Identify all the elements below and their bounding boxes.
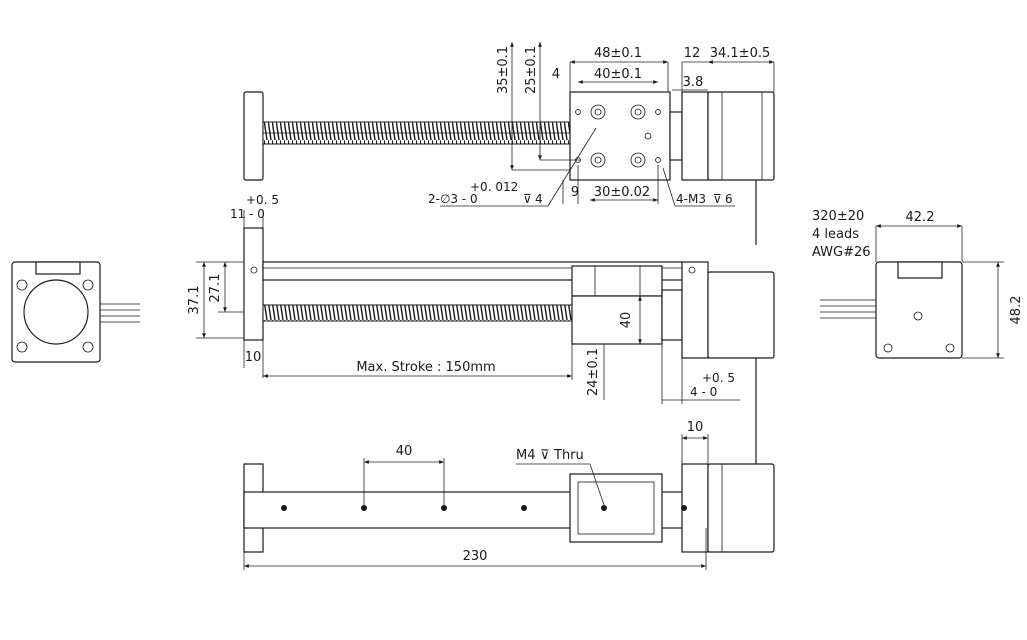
dim-3-8: 3.8: [683, 75, 704, 90]
dim-40-bottom: 40: [396, 444, 413, 459]
counterbore-hole: [590, 104, 606, 120]
dim-9: 9: [571, 185, 579, 200]
dim-11: 11 - 0: [230, 207, 265, 221]
screw-depth-symbol: ⊽: [713, 192, 722, 206]
dim-30: 30±0.02: [594, 185, 650, 200]
lead-gauge: AWG#26: [812, 245, 871, 260]
mount-hole: [281, 505, 287, 511]
slide-block: [571, 265, 663, 297]
hole-depth-symbol: ⊽: [523, 192, 532, 206]
dim-37-1: 37.1: [187, 286, 202, 315]
counterbore-hole: [630, 152, 646, 168]
thread-depth-symbol: ⊽: [540, 448, 550, 463]
end-block: [243, 91, 264, 181]
stepper-motor: [707, 91, 775, 181]
bottom-view: 40 10 M4 ⊽ Thru 230: [243, 400, 775, 570]
screw-callout: 4-M3: [676, 192, 706, 206]
mount-hole: [681, 505, 687, 511]
mount-screw: [16, 279, 28, 291]
max-stroke: Max. Stroke : 150mm: [356, 360, 495, 375]
pin-hole: [575, 109, 581, 115]
dim-10-side: 10: [245, 350, 262, 365]
dim-25: 25±0.1: [524, 46, 539, 94]
coupling: [669, 111, 683, 161]
hole-tolerance: +0. 012: [470, 180, 518, 194]
lead-count: 4 leads: [812, 227, 859, 242]
mount-hole: [521, 505, 527, 511]
dim-230: 230: [463, 549, 488, 564]
motor-side: [681, 261, 709, 359]
end-plate: [243, 227, 264, 341]
dim-48-2: 48.2: [1009, 296, 1024, 325]
counterbore-hole: [590, 152, 606, 168]
pin-hole: [655, 157, 661, 163]
carriage-plate: [569, 91, 671, 181]
top-view: 48±0.1 40±0.1 4 12 34.1±0.5 3.8 35±0.1 2…: [243, 42, 775, 245]
counterbore-hole: [630, 104, 646, 120]
dim-4-top: 4: [552, 67, 560, 82]
dim-27-1: 27.1: [208, 274, 223, 303]
end-view: 320±20 4 leads AWG#26 42.2 48.2: [812, 209, 1024, 359]
dim-34: 34.1±0.5: [710, 46, 771, 61]
dim-42-2: 42.2: [906, 210, 935, 225]
tol-upper-right: +0. 5: [702, 371, 735, 385]
mount-hole: [601, 505, 607, 511]
m3-hole: [644, 132, 652, 140]
side-view: +0. 5 11 - 0 37.1 27.1 10 Max. Stroke : …: [187, 193, 775, 404]
dim-48: 48±0.1: [594, 46, 642, 61]
hole-depth: 4: [535, 192, 543, 206]
dim-4-right: 4 - 0: [690, 385, 717, 399]
thru-label: Thru: [553, 448, 584, 463]
dim-10-bottom: 10: [687, 420, 704, 435]
dim-35: 35±0.1: [496, 46, 511, 94]
front-end-view: [11, 261, 140, 363]
pin-hole: [655, 109, 661, 115]
dim-40-top: 40±0.1: [594, 67, 642, 82]
lead-screw-side: [262, 304, 574, 322]
motor-flange: [23, 279, 89, 345]
dim-40-side: 40: [619, 312, 634, 329]
thread-callout: M4: [516, 448, 536, 463]
lead-length: 320±20: [812, 209, 864, 224]
hole-callout: 2-∅3 - 0: [428, 192, 478, 206]
mount-hole: [361, 505, 367, 511]
mount-hole: [441, 505, 447, 511]
dim-12: 12: [684, 46, 701, 61]
dim-24: 24±0.1: [586, 348, 601, 396]
tol-upper: +0. 5: [246, 193, 279, 207]
screw-depth: 6: [725, 192, 733, 206]
